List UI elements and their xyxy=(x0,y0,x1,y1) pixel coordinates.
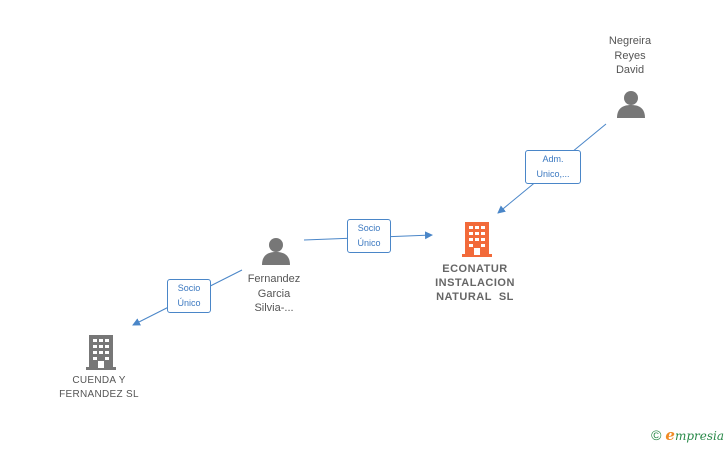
brand-logo-text: mpresia xyxy=(674,429,724,443)
node-label-fernandez[interactable]: Fernandez Garcia Silvia-... xyxy=(234,272,314,316)
edge-label-socio-unico[interactable]: Socio Único xyxy=(347,219,391,253)
building-icon[interactable] xyxy=(86,335,116,370)
edge-label-line: Socio xyxy=(177,283,201,293)
node-label-econatur[interactable]: ECONATUR INSTALACION NATURAL SL xyxy=(420,262,530,304)
building-icon[interactable] xyxy=(462,222,492,257)
node-label-cuenda[interactable]: CUENDA Y FERNANDEZ SL xyxy=(46,374,152,402)
node-name-line: INSTALACION xyxy=(435,277,515,289)
edge-label-socio-unico[interactable]: Socio Único xyxy=(167,279,211,313)
edge-label-line: Unico,... xyxy=(536,169,570,179)
edge-label-line: Adm. xyxy=(542,154,564,164)
edge-label-line: Único xyxy=(357,238,381,248)
node-name-line: Garcia xyxy=(257,287,291,300)
empresia-watermark: ©empresia xyxy=(651,426,724,444)
node-name-line: Silvia-... xyxy=(254,302,294,314)
person-icon[interactable] xyxy=(262,238,290,265)
copyright-icon: © xyxy=(651,427,662,443)
node-label-negreira[interactable]: Negreira Reyes David xyxy=(590,34,670,78)
edge-label-adm-unico[interactable]: Adm. Unico,... xyxy=(525,150,581,184)
edge-label-line: Socio xyxy=(357,223,381,233)
person-icon[interactable] xyxy=(617,91,645,118)
node-name-line: NATURAL SL xyxy=(436,291,514,303)
node-name-line: ECONATUR xyxy=(442,263,508,275)
node-name-line: Negreira xyxy=(608,35,652,47)
node-name-line: Reyes xyxy=(614,49,646,62)
node-name-line: CUENDA Y xyxy=(72,375,126,386)
node-name-line: Fernandez xyxy=(247,273,301,285)
node-name-line: David xyxy=(615,64,645,76)
edge-label-line: Único xyxy=(177,298,201,308)
brand-logo-initial: e xyxy=(665,426,675,444)
node-name-line: FERNANDEZ SL xyxy=(59,389,139,400)
